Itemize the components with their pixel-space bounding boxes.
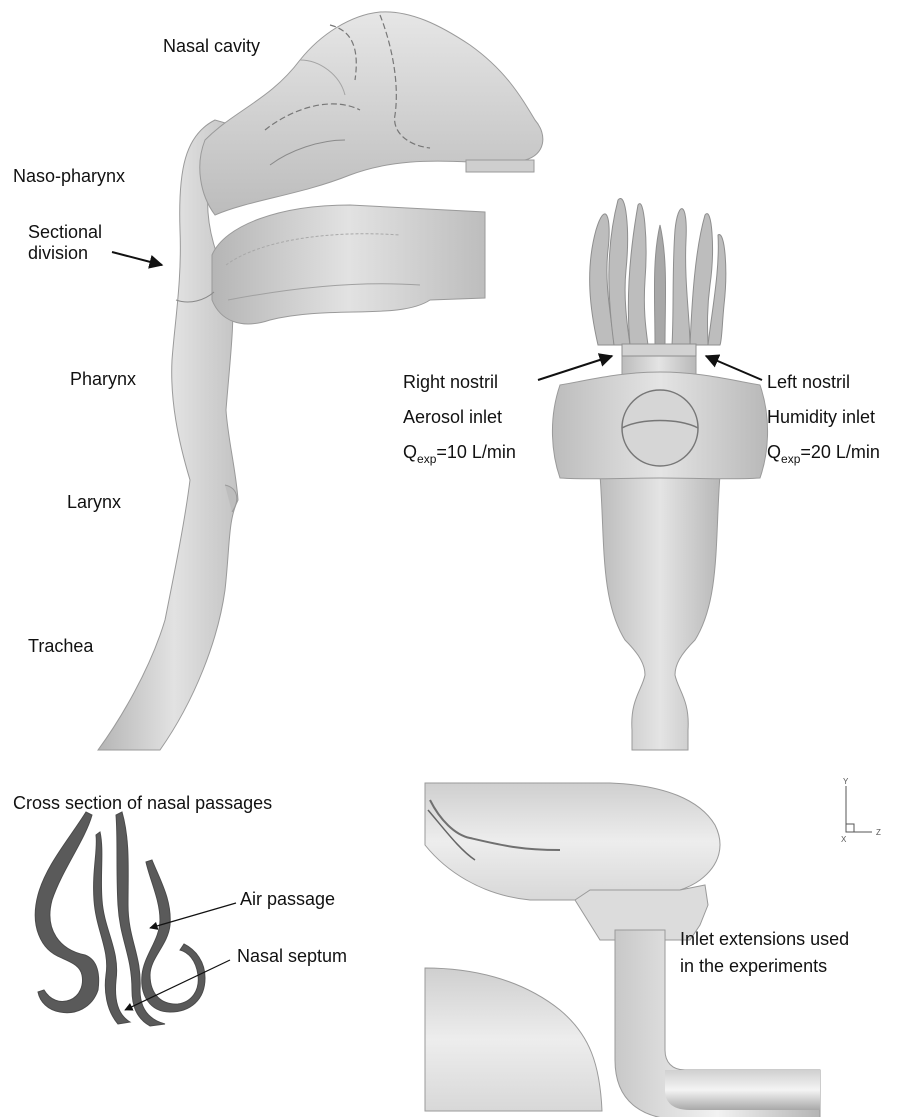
label-sectional-division-1: Sectional xyxy=(28,223,102,241)
label-pharynx: Pharynx xyxy=(70,370,136,388)
airway-tube xyxy=(98,120,250,750)
label-humidity-inlet: Humidity inlet xyxy=(767,408,875,426)
axes-triad xyxy=(846,786,872,832)
label-nasal-cavity: Nasal cavity xyxy=(163,37,260,55)
front-nasal-fins xyxy=(590,198,726,345)
label-q-right: Qexp=10 L/min xyxy=(403,443,516,461)
q-right-value: =10 L/min xyxy=(436,442,516,462)
label-aerosol-inlet: Aerosol inlet xyxy=(403,408,502,426)
front-trachea xyxy=(600,475,720,750)
axis-x-label: X xyxy=(841,835,847,844)
axis-y-label: Y xyxy=(843,777,849,786)
label-naso-pharynx: Naso-pharynx xyxy=(13,167,125,185)
label-trachea: Trachea xyxy=(28,637,93,655)
right-nostril-arrow xyxy=(538,356,612,380)
label-inlet-extensions-1: Inlet extensions used xyxy=(680,930,849,948)
label-cross-section-title: Cross section of nasal passages xyxy=(13,794,272,812)
q-right-subscript: exp xyxy=(417,452,436,466)
sectional-division-arrow xyxy=(112,252,162,265)
nasal-septum-leader xyxy=(125,960,230,1010)
q-left-value: =20 L/min xyxy=(800,442,880,462)
label-nasal-septum: Nasal septum xyxy=(237,947,347,965)
front-pipe-cross-section xyxy=(622,390,698,466)
front-view-model xyxy=(552,198,767,750)
q-right-prefix: Q xyxy=(403,442,417,462)
label-q-left: Qexp=20 L/min xyxy=(767,443,880,461)
label-larynx: Larynx xyxy=(67,493,121,511)
label-sectional-division-2: division xyxy=(28,244,88,262)
q-left-subscript: exp xyxy=(781,452,800,466)
inlet-zoom-view xyxy=(425,783,820,1117)
label-left-nostril: Left nostril xyxy=(767,373,850,391)
label-air-passage: Air passage xyxy=(240,890,335,908)
axis-z-label: Z xyxy=(876,828,881,837)
label-right-nostril: Right nostril xyxy=(403,373,498,391)
label-inlet-extensions-2: in the experiments xyxy=(680,957,827,975)
q-left-prefix: Q xyxy=(767,442,781,462)
oral-cavity xyxy=(212,205,485,324)
